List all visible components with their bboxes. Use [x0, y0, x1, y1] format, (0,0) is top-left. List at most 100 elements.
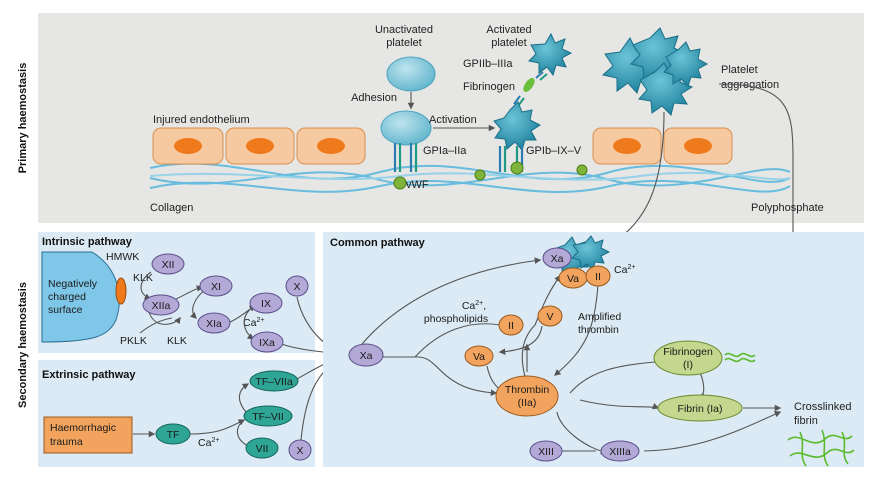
- svg-text:XII: XII: [162, 259, 175, 271]
- ca-phospholipid-branch: [414, 323, 501, 358]
- svg-text:V: V: [546, 311, 553, 323]
- thrombin-to-va-top-arrow: [521, 274, 561, 381]
- crosslinked-fibrin-label-1: Crosslinked: [794, 401, 851, 413]
- gpia-iia-label: GPIa–IIa: [423, 145, 467, 157]
- platelet-aggregate-shape: [601, 27, 709, 116]
- factor-xia-node: XIa: [197, 312, 231, 334]
- ca-phospholipids-label-1: Ca2+,: [462, 300, 486, 312]
- svg-text:Va: Va: [567, 273, 579, 285]
- platelet-aggregation-label-2: aggregation: [721, 79, 779, 91]
- svg-text:Xa: Xa: [360, 350, 373, 362]
- surface-label-1: Negatively: [48, 278, 98, 290]
- klk-label-2: KLK: [167, 335, 187, 347]
- factor-xiia-node: XIIa: [142, 294, 180, 316]
- fibrinogen-node: Fibrinogen (I): [653, 340, 723, 376]
- svg-text:IXa: IXa: [259, 337, 275, 349]
- factor-ixa-node: IXa: [250, 331, 284, 353]
- factor-ix-node: IX: [249, 292, 283, 314]
- gpia-iia-receptor: [393, 143, 418, 172]
- activation-label: Activation: [429, 114, 477, 126]
- gpib-ix-v-label: GPIb–IX–V: [526, 145, 582, 157]
- ix-to-ixa-arrow: [243, 306, 255, 340]
- unactivated-platelet-label-2: platelet: [386, 37, 421, 49]
- pklk-klk-arrow: [139, 317, 173, 334]
- factor-xii-node: XII: [151, 253, 185, 275]
- common-ca-label: Ca2+: [614, 264, 635, 276]
- secondary-section-label: Secondary haemostasis: [17, 282, 29, 408]
- trauma-label-1: Haemorrhagic: [50, 422, 116, 434]
- hmwk-shape: [115, 277, 127, 305]
- ca-phospholipids-label-2: phospholipids: [424, 313, 488, 325]
- activated-platelet-label-1: Activated: [486, 24, 531, 36]
- svg-text:(IIa): (IIa): [518, 397, 537, 409]
- extrinsic-ca-label: Ca2+: [198, 437, 219, 449]
- extrinsic-factor-x-node: X: [288, 439, 312, 461]
- activated-platelet-top-shape: [527, 32, 573, 77]
- svg-text:Va: Va: [473, 351, 485, 363]
- svg-text:TF: TF: [167, 429, 180, 441]
- xa-to-prothrombinase-arrow: [361, 257, 542, 345]
- vwf-molecule-2: [510, 161, 524, 175]
- gpiib-iiia-label: GPIIb–IIIa: [463, 58, 513, 70]
- xi-to-xia-arrow: [189, 289, 206, 319]
- svg-text:VII: VII: [256, 443, 269, 455]
- platelet-aggregation-label-1: Platelet: [721, 64, 758, 76]
- vwf-molecule-4: [576, 164, 588, 176]
- extrinsic-title: Extrinsic pathway: [42, 369, 136, 381]
- amplified-thrombin-arrow: [553, 283, 599, 376]
- adhered-platelet-shape: [380, 110, 432, 146]
- vwf-molecule: [393, 176, 407, 190]
- activated-platelet-bottom-shape: [493, 101, 541, 152]
- factor-xiii-node: XIII: [529, 440, 563, 462]
- thrombin-to-fibrinogen-arrow: [569, 361, 656, 394]
- trauma-label-2: trauma: [50, 436, 83, 448]
- surface-label-2: charged: [48, 291, 86, 303]
- amplified-thrombin-label-2: thrombin: [578, 324, 619, 336]
- factor-xi-node: XI: [199, 275, 233, 297]
- primary-section-label: Primary haemostasis: [17, 63, 29, 174]
- thrombin-to-fibrin-arrow: [579, 399, 660, 410]
- factor-va-node: Va: [464, 345, 494, 367]
- intrinsic-factor-x-node: X: [285, 275, 309, 297]
- polyphosphate-label: Polyphosphate: [751, 202, 824, 214]
- crosslinked-fibrin-label-2: fibrin: [794, 415, 818, 427]
- svg-text:X: X: [296, 445, 303, 457]
- factor-xiiia-node: XIIIa: [600, 440, 640, 462]
- endothelium-cells: [152, 127, 733, 165]
- collagen-label: Collagen: [150, 202, 193, 214]
- svg-text:XIIIa: XIIIa: [609, 446, 631, 458]
- svg-text:XIa: XIa: [206, 318, 222, 330]
- svg-text:IX: IX: [261, 298, 271, 310]
- fibrinogen-primary-label: Fibrinogen: [463, 81, 515, 93]
- factor-xa-main-node: Xa: [348, 343, 384, 367]
- klk-label: KLK: [133, 272, 153, 284]
- gpiib-iiia-receptor: [535, 71, 548, 81]
- xiiia-to-crosslinked-arrow: [643, 411, 782, 452]
- common-title: Common pathway: [330, 237, 426, 249]
- fibrinogen-strands-icon: [724, 352, 756, 363]
- haemorrhagic-trauma-box: [43, 416, 133, 454]
- surface-label-3: surface: [48, 304, 83, 316]
- svg-text:(I): (I): [683, 359, 693, 371]
- svg-text:XI: XI: [211, 281, 221, 293]
- pklk-label: PKLK: [120, 335, 147, 347]
- factor-va-top-node: Va: [558, 267, 588, 289]
- negatively-charged-surface: [41, 251, 120, 343]
- unactivated-platelet-label-1: Unactivated: [375, 24, 433, 36]
- svg-text:XIIa: XIIa: [152, 300, 171, 312]
- adhesion-label: Adhesion: [351, 92, 397, 104]
- svg-text:X: X: [293, 281, 300, 293]
- svg-text:XIII: XIII: [538, 446, 554, 458]
- svg-text:Fibrin (Ia): Fibrin (Ia): [678, 403, 723, 415]
- svg-text:II: II: [508, 320, 514, 332]
- factor-tf-node: TF: [155, 423, 191, 445]
- xiia-to-xia-arrow-1: [148, 311, 181, 325]
- gpib-ix-v-receptor: [498, 146, 524, 172]
- svg-text:TF–VII: TF–VII: [252, 411, 284, 423]
- vwf-molecule-3: [474, 169, 486, 181]
- svg-text:Xa: Xa: [551, 253, 564, 265]
- crosslinked-fibrin-mesh-icon: [787, 429, 855, 467]
- fibrinogen-molecule: [523, 78, 535, 92]
- factor-ii-mid-node: II: [498, 314, 524, 336]
